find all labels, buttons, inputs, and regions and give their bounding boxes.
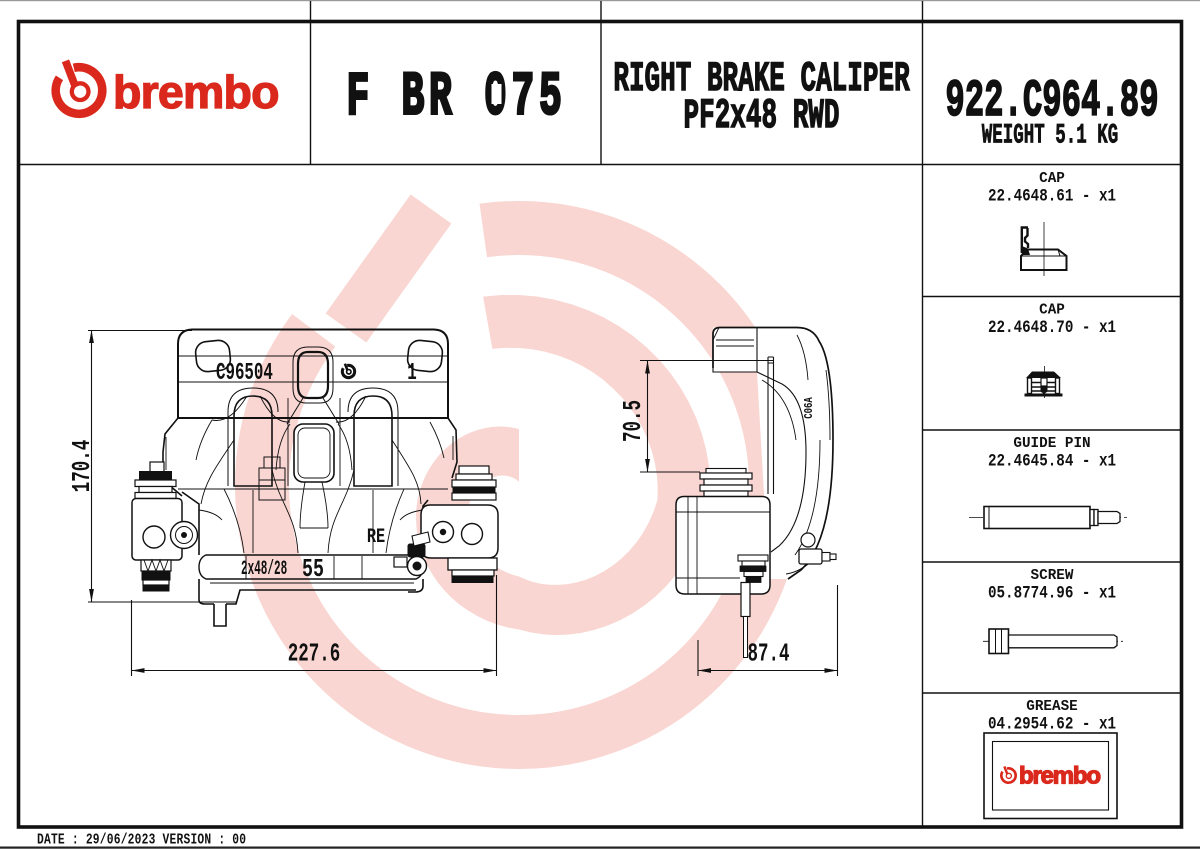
svg-text:87.4: 87.4	[748, 638, 790, 669]
svg-text:SCREW: SCREW	[1031, 568, 1074, 584]
svg-text:04.2954.62 - x1: 04.2954.62 - x1	[988, 714, 1116, 734]
svg-text:F BR 075: F BR 075	[347, 64, 567, 132]
svg-text:170.4: 170.4	[67, 440, 98, 492]
svg-text:C06A: C06A	[803, 397, 816, 419]
svg-text:922.C964.89: 922.C964.89	[945, 72, 1158, 131]
svg-text:1: 1	[407, 360, 416, 387]
svg-text:CAP: CAP	[1039, 302, 1065, 318]
svg-text:brembo: brembo	[1019, 763, 1100, 790]
svg-text:GREASE: GREASE	[1026, 699, 1078, 715]
svg-text:C96504: C96504	[216, 360, 273, 387]
svg-text:RIGHT BRAKE CALIPER: RIGHT BRAKE CALIPER	[613, 56, 909, 103]
svg-text:70.5: 70.5	[618, 400, 649, 442]
svg-text:CAP: CAP	[1039, 171, 1065, 187]
svg-text:22.4645.84 - x1: 22.4645.84 - x1	[988, 451, 1116, 471]
svg-text:WEIGHT 5.1 KG: WEIGHT 5.1 KG	[982, 121, 1118, 152]
svg-text:brembo: brembo	[113, 66, 279, 118]
svg-text:05.8774.96 - x1: 05.8774.96 - x1	[988, 583, 1116, 603]
svg-text:227.6: 227.6	[288, 638, 340, 669]
svg-text:PF2x48 RWD: PF2x48 RWD	[684, 93, 840, 140]
svg-text:RE: RE	[367, 526, 386, 549]
svg-text:GUIDE PIN: GUIDE PIN	[1013, 436, 1090, 452]
svg-text:55: 55	[302, 554, 324, 584]
svg-text:22.4648.61 - x1: 22.4648.61 - x1	[988, 186, 1116, 206]
svg-text:DATE : 29/06/2023 VERSION : 00: DATE : 29/06/2023 VERSION : 00	[37, 831, 246, 848]
svg-text:22.4648.70 - x1: 22.4648.70 - x1	[988, 318, 1116, 338]
svg-text:2x48/28: 2x48/28	[241, 557, 287, 581]
